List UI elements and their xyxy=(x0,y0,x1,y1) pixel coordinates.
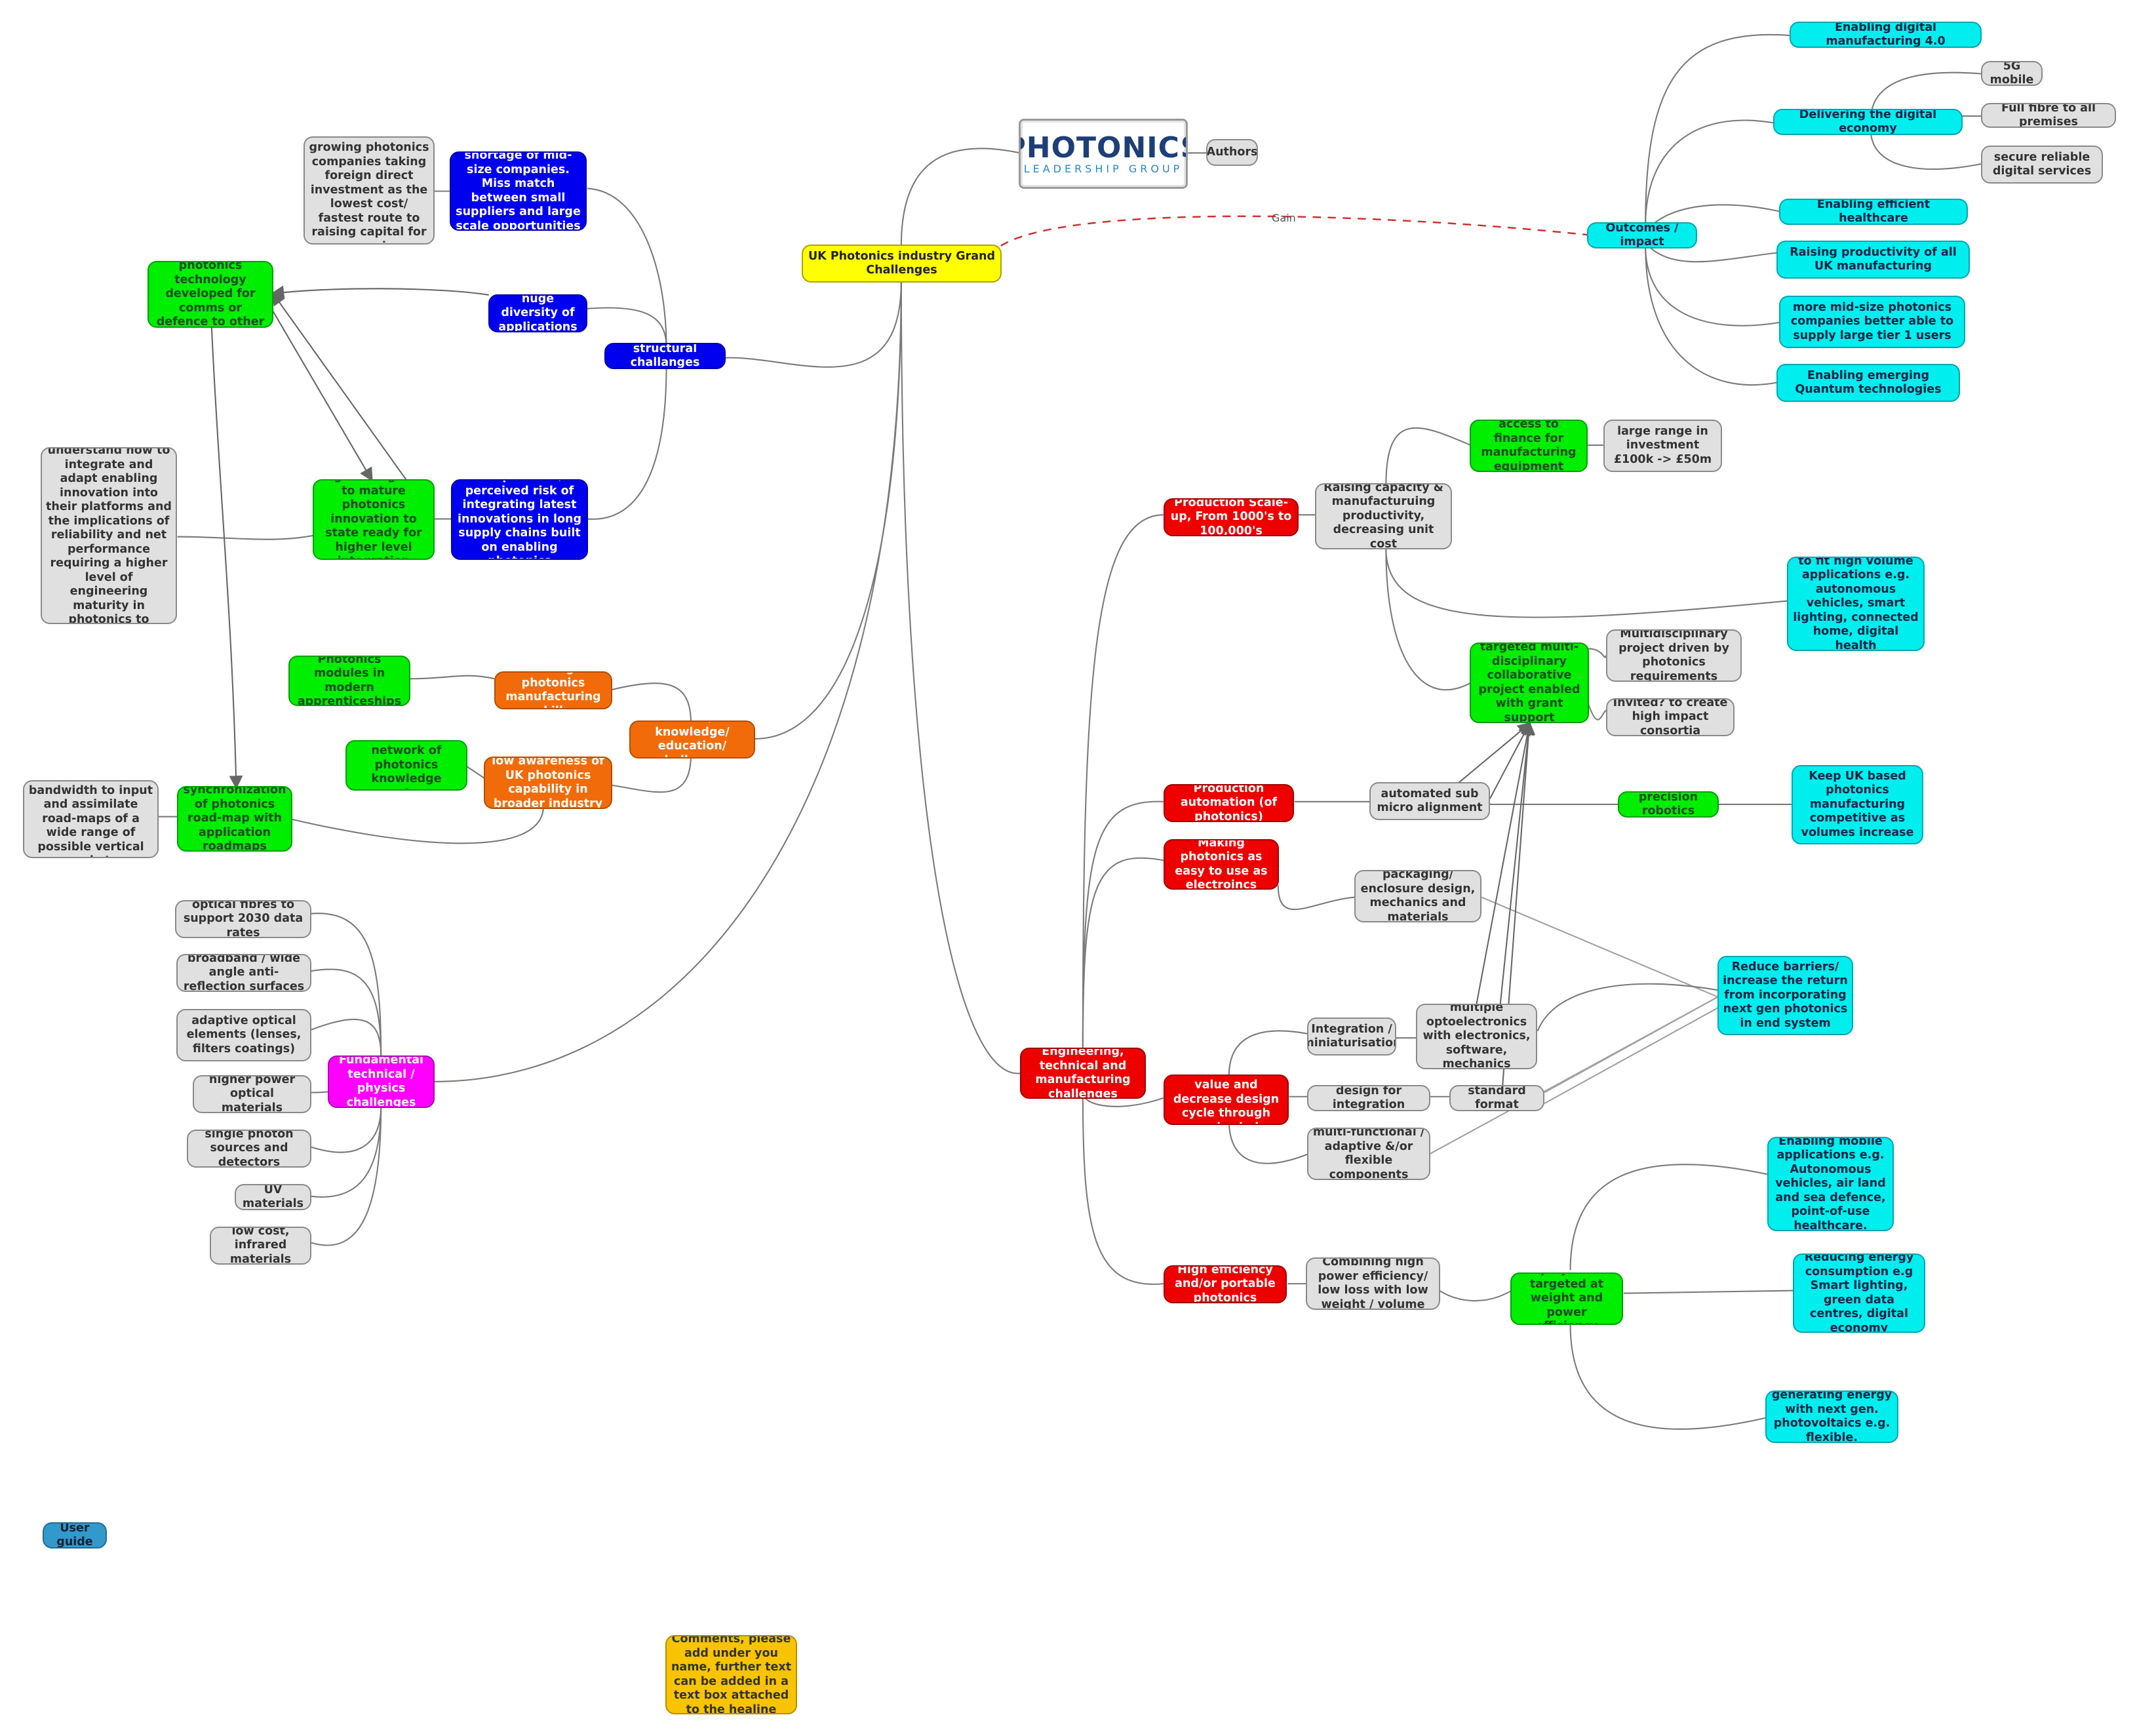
user-guide-node[interactable]: User guide xyxy=(43,1522,107,1549)
root-topic[interactable]: UK Photonics industry Grand Challenges xyxy=(802,245,1002,283)
reduce-barriers[interactable]: Reduce barriers/ increase the return fro… xyxy=(1717,956,1853,1035)
gain-edge-label: Gain xyxy=(1272,212,1296,224)
raising-capacity[interactable]: Raising capacity & manufacturuing produc… xyxy=(1315,483,1452,549)
raise-added-value[interactable]: Raise added value and decrease design cy… xyxy=(1164,1075,1289,1125)
multi-functional-components[interactable]: multi-functional / adaptive &/or flexibl… xyxy=(1307,1128,1430,1180)
single-photon[interactable]: single photon sources and detectors xyxy=(187,1130,311,1168)
leveraging-photonics[interactable]: leveraging photonics technology develope… xyxy=(147,261,273,328)
invited-consortia[interactable]: Invited? to create high impact consortia xyxy=(1606,698,1735,736)
authors-node[interactable]: Authors xyxy=(1206,139,1258,166)
outcome-5g-mobile[interactable]: 5G mobile xyxy=(1981,61,2043,86)
outcome-midsize-companies[interactable]: more mid-size photonics companies better… xyxy=(1779,296,1965,348)
adaptive-optical[interactable]: adaptive optical elements (lenses, filte… xyxy=(176,1009,311,1061)
outcome-quantum[interactable]: Enabling emerging Quantum technologies xyxy=(1776,364,1960,402)
outcome-secure-services[interactable]: secure reliable digital services xyxy=(1981,146,2103,184)
integration-miniaturisation[interactable]: Integration / miniaturisation xyxy=(1307,1017,1396,1055)
multiple-optoelectronics[interactable]: multiple optoelectronics with electronic… xyxy=(1416,1004,1537,1069)
making-photonics-easy[interactable]: Making photonics as easy to use as elect… xyxy=(1164,839,1279,890)
outcome-digital-economy[interactable]: Delivering the digital economy xyxy=(1773,109,1963,135)
outcome-healthcare[interactable]: Enabling efficient healthcare xyxy=(1779,199,1968,225)
higher-power-materials[interactable]: higher power optical materials xyxy=(193,1075,311,1113)
targeted-multidisciplinary[interactable]: targeted multi-disciplinary collaborativ… xyxy=(1470,642,1589,723)
optical-fibres[interactable]: optical fibres to support 2030 data rate… xyxy=(175,900,311,938)
uv-materials[interactable]: UV materials xyxy=(235,1184,311,1210)
reducing-energy[interactable]: Reducing energy consumption e.g Smart li… xyxy=(1793,1253,1925,1333)
end-users-need[interactable]: end-users need to understand how to inte… xyxy=(41,447,177,624)
packaging-enclosure[interactable]: packaging/ enclosure design, mechanics a… xyxy=(1354,870,1481,922)
skills-challenges[interactable]: skills / knowledge/ education/ challenge… xyxy=(629,720,755,759)
low-awareness[interactable]: low awareness of UK photonics capability… xyxy=(484,757,612,809)
production-scale-up[interactable]: Production Scale-up, From 1000's to 100,… xyxy=(1164,498,1299,536)
outcome-digital-manufacturing[interactable]: Enabling digital manufacturing 4.0 xyxy=(1790,22,1982,48)
national-network[interactable]: National network of photonics knowledge … xyxy=(345,740,467,791)
modules-apprenticeships[interactable]: Photonics modules in modern apprenticesh… xyxy=(288,656,410,706)
huge-diversity[interactable]: huge diversity of applications xyxy=(488,294,587,332)
projects-weight-power[interactable]: projects targeted at weight and power ef… xyxy=(1510,1272,1623,1325)
photonics-logo[interactable]: PHOTONICS LEADERSHIP GROUP xyxy=(1019,119,1188,189)
large-range-investment[interactable]: large range in investment £100k -> £50m xyxy=(1603,420,1722,472)
compounded-risk[interactable]: compounded/ perceived risk of integratin… xyxy=(451,479,588,560)
shortage-midsize-companies[interactable]: shortage of mid-size companies. Miss mat… xyxy=(450,151,587,231)
broadband-anti-reflection[interactable]: broadband / wide angle anti-reflection s… xyxy=(176,954,311,992)
engineering-challenges[interactable]: Engineering, technical and manufacturing… xyxy=(1020,1048,1146,1099)
outcomes-node[interactable]: Outcomes / impact xyxy=(1587,222,1697,248)
engineering-fund[interactable]: Engineering fund to mature photonics inn… xyxy=(313,479,435,560)
root-topic-label: UK Photonics industry Grand Challenges xyxy=(808,249,996,277)
logo-sub-text: LEADERSHIP GROUP xyxy=(1023,162,1183,175)
automated-sub-micro[interactable]: automated sub micro alignment xyxy=(1369,782,1490,820)
result-fast-growing[interactable]: result of fast growing photonics compani… xyxy=(304,136,435,245)
high-efficiency-portable[interactable]: High efficiency and/or portable photonic… xyxy=(1164,1265,1287,1303)
generating-energy[interactable]: generating energy with next gen. photovo… xyxy=(1765,1391,1898,1443)
enabling-mobile[interactable]: Enabling mobile applications e.g. Autono… xyxy=(1767,1137,1894,1231)
fit-high-volume[interactable]: to fit high volume applications e.g. aut… xyxy=(1787,557,1925,651)
outcome-full-fibre[interactable]: Full fibre to all premises xyxy=(1981,103,2116,128)
structural-challenges[interactable]: structural challanges xyxy=(604,343,726,369)
keep-uk-competitive[interactable]: Keep UK based photonics manufacturing co… xyxy=(1792,765,1923,844)
design-for-integration[interactable]: design for integration xyxy=(1307,1085,1430,1111)
synchronization-roadmap[interactable]: synchronization of photonics road-map wi… xyxy=(177,786,292,852)
shortage-skills[interactable]: shortage photonics manufacturing skills xyxy=(494,671,612,709)
sme-bandwidth[interactable]: SME's lack bandwidth to input and assimi… xyxy=(23,780,159,858)
comments-node[interactable]: Comments, please add under you name, fur… xyxy=(665,1635,797,1714)
multidisciplinary-project[interactable]: Multidisciplinary project driven by phot… xyxy=(1606,629,1742,682)
production-automation[interactable]: Production automation (of photonics) xyxy=(1164,784,1294,822)
outcome-productivity[interactable]: Raising productivity of all UK manufactu… xyxy=(1776,241,1970,279)
fundamental-challenges[interactable]: Fundamental technical / physics challeng… xyxy=(328,1055,435,1108)
combining-high-power[interactable]: Combining high power efficiency/ low los… xyxy=(1306,1257,1440,1310)
precision-robotics[interactable]: precision robotics xyxy=(1618,791,1719,818)
standard-format[interactable]: standard format xyxy=(1449,1085,1544,1111)
low-cost-infrared[interactable]: low cost, infrared materials xyxy=(210,1227,311,1265)
logo-main-text: PHOTONICS xyxy=(1021,130,1186,165)
access-finance[interactable]: access to finance for manufacturing equi… xyxy=(1470,420,1588,472)
